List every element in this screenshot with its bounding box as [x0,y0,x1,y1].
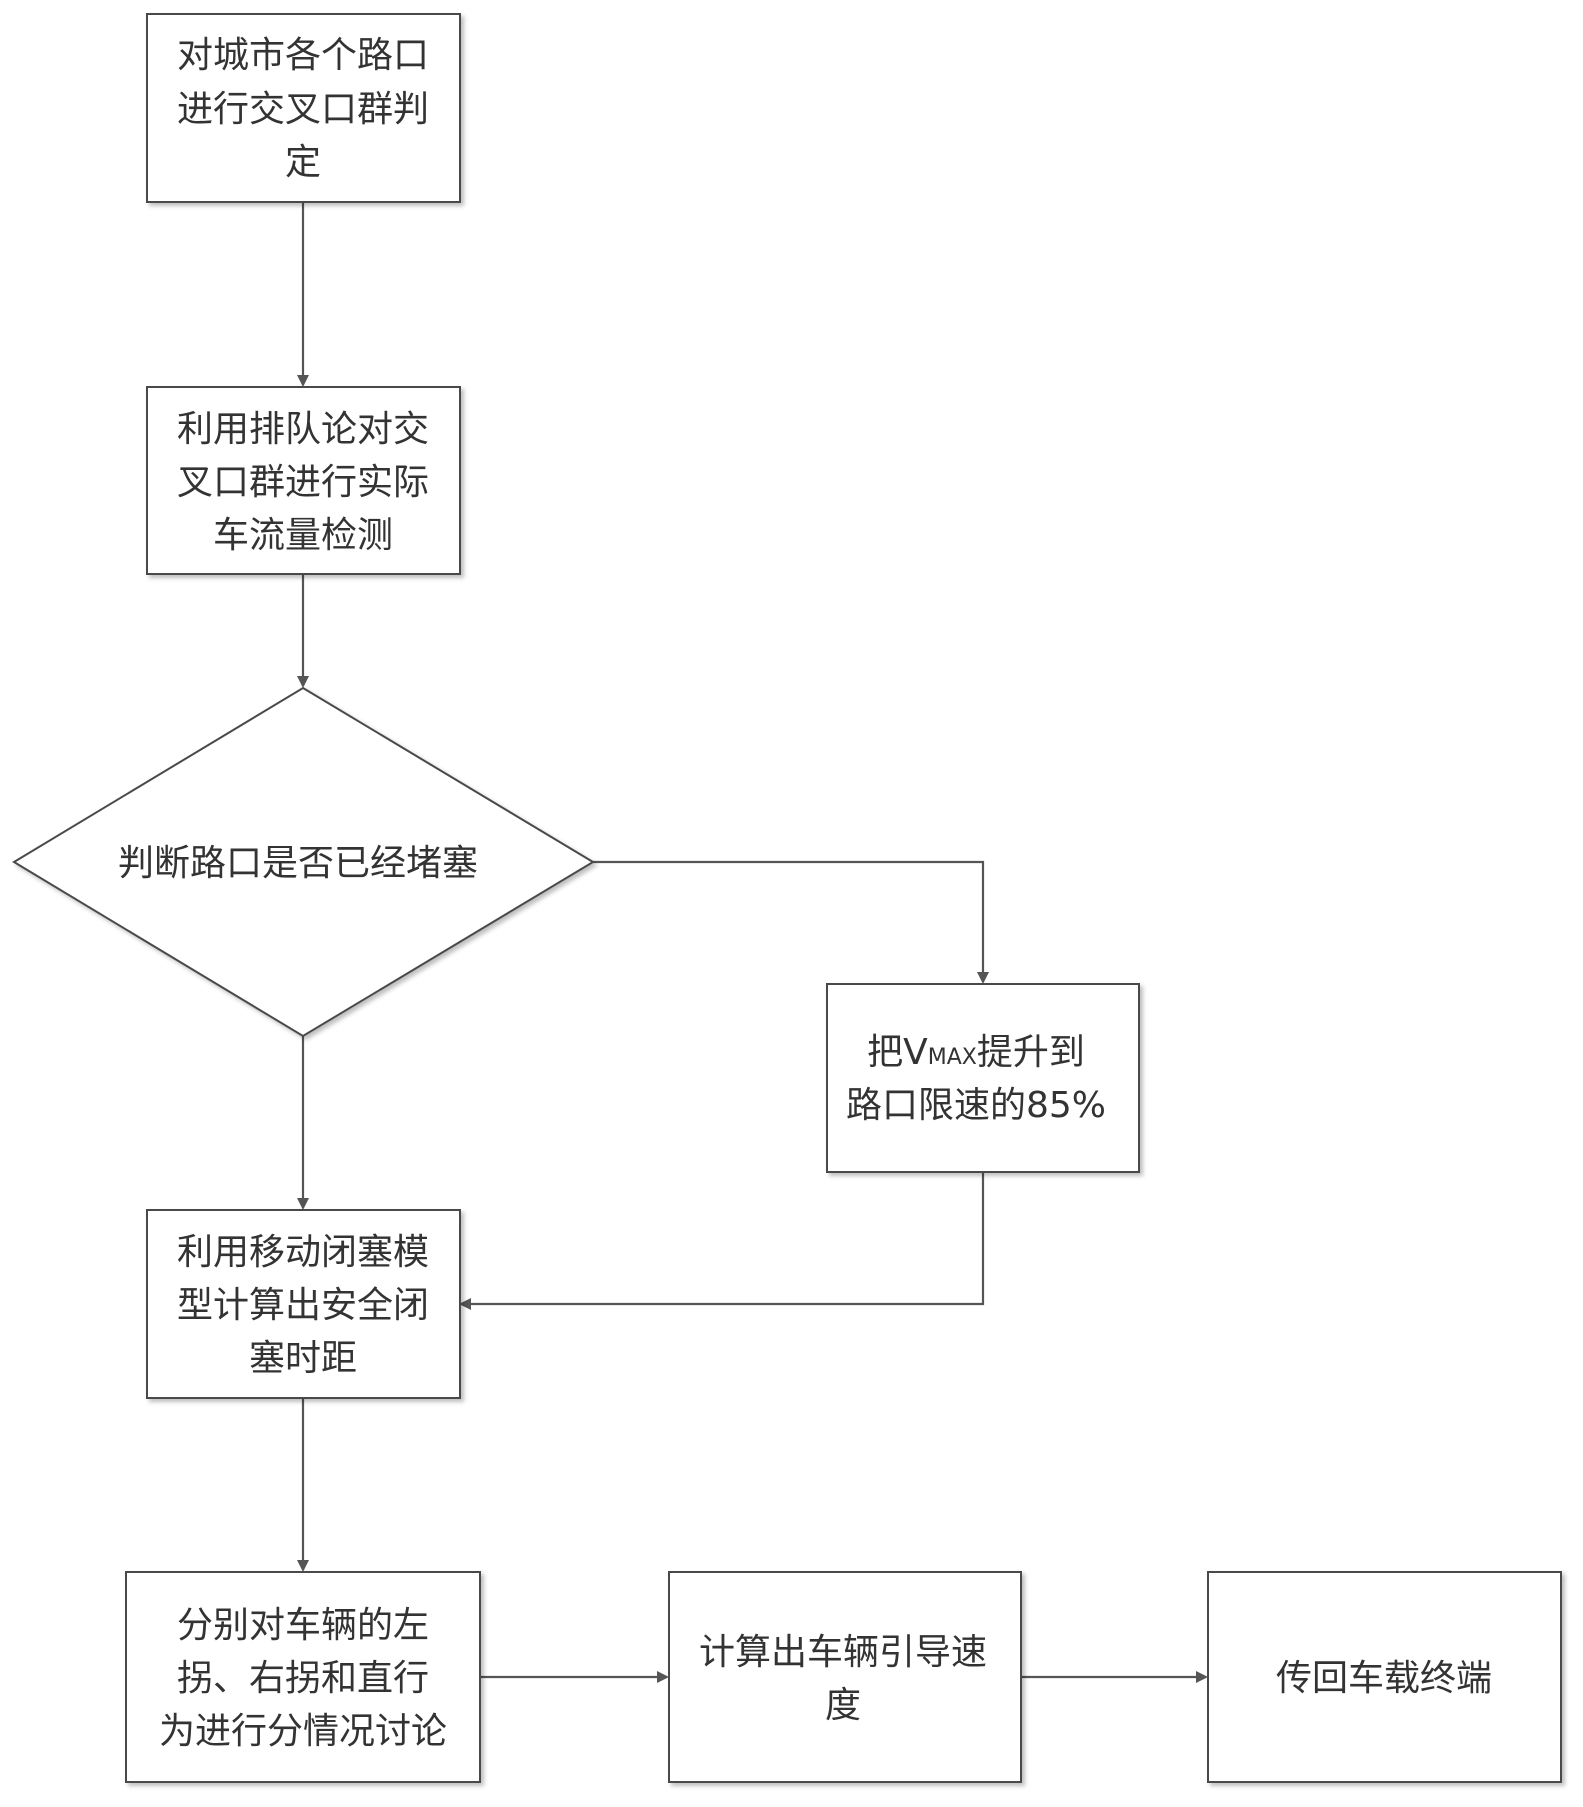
node-label-line: 把VMAX提升到 [867,1032,1085,1073]
node-label-line: 型计算出安全闭 [177,1285,429,1326]
edge-n4-n5 [459,1172,985,1310]
node-label-line: 拐、右拐和直行 [177,1658,429,1699]
node-label-line: 车流量检测 [213,515,393,556]
node-label-line: 为进行分情况讨论 [159,1711,447,1752]
node-label-line: 对城市各个路口 [177,35,429,76]
node-label-line: 利用排队论对交 [177,409,429,450]
node-label-line: 叉口群进行实际 [177,462,429,503]
node-queue-theory-detection: 利用排队论对交 叉口群进行实际 车流量检测 [146,386,461,575]
node-return-to-vehicle-terminal: 传回车载终端 [1207,1571,1562,1783]
node-label-line: 度 [825,1685,861,1726]
node-label-line: 进行交叉口群判 [177,89,429,130]
node-city-intersection-group: 对城市各个路口 进行交叉口群判 定 [146,13,461,203]
node-turn-behavior-analysis: 分别对车辆的左 拐、右拐和直行 为进行分情况讨论 [125,1571,481,1783]
node-moving-block-model: 利用移动闭塞模 型计算出安全闭 塞时距 [146,1209,461,1399]
edge-n3-n4 [593,860,989,984]
node-label-line: 利用移动闭塞模 [177,1232,429,1273]
node-label-line: 分别对车辆的左 [177,1605,429,1646]
node-label-line: 塞时距 [249,1338,357,1379]
node-label-line: 路口限速的85% [846,1085,1106,1126]
node-raise-vmax: 把VMAX提升到 路口限速的85% [826,983,1140,1173]
node-label-line: 判断路口是否已经堵塞 [118,843,478,884]
node-label-line: 传回车载终端 [1276,1658,1492,1699]
node-congestion-decision: 判断路口是否已经堵塞 [12,686,595,1038]
node-label-line: 计算出车辆引导速 [699,1632,987,1673]
node-guidance-speed: 计算出车辆引导速 度 [668,1571,1022,1783]
node-label-line: 定 [285,142,321,183]
